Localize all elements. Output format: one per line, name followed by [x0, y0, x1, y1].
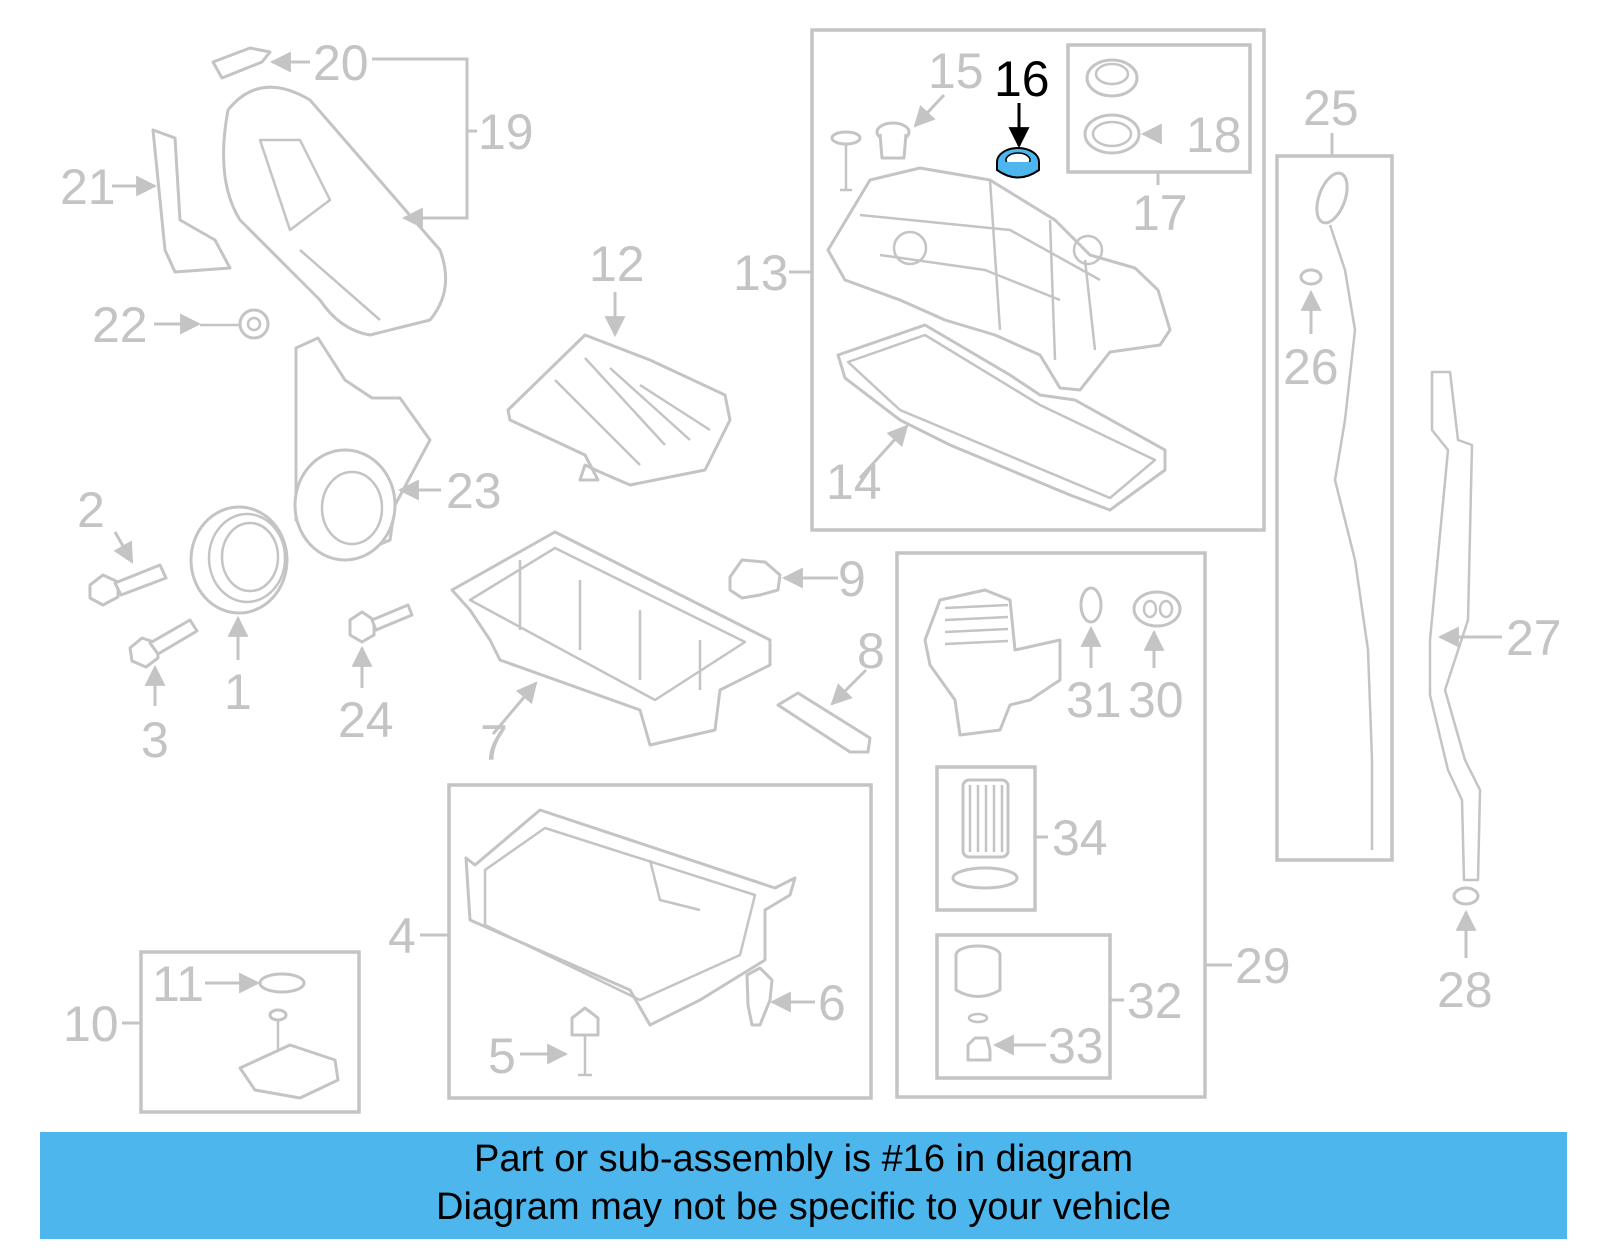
part-27-dipstick-tube — [1428, 370, 1482, 882]
part-11-oring — [258, 972, 306, 994]
group-box-4 — [447, 783, 873, 1100]
part-24-bolt — [348, 603, 414, 644]
callout-9: 9 — [838, 551, 866, 607]
part-28-oring — [1452, 886, 1480, 906]
part-8-gasket — [776, 691, 872, 754]
part-26-oring — [1299, 268, 1323, 286]
callout-28: 28 — [1437, 962, 1493, 1018]
callout-17: 17 — [1132, 185, 1188, 241]
callout-5: 5 — [488, 1028, 516, 1084]
banner-line-1: Part or sub-assembly is #16 in diagram — [474, 1138, 1133, 1180]
group-box-29 — [895, 551, 1207, 1099]
part-31-seal — [1079, 586, 1103, 624]
callout-23: 23 — [446, 463, 502, 519]
part-12-intake-manifold — [506, 333, 732, 487]
callout-27: 27 — [1506, 610, 1562, 666]
part-18-seal — [1083, 113, 1141, 155]
part-19-upper-cover — [222, 85, 448, 337]
part-20-strip — [211, 46, 272, 80]
callout-20: 20 — [313, 35, 369, 91]
part-29-filter-housing — [923, 588, 1062, 737]
callout-4: 4 — [388, 908, 416, 964]
callout-6: 6 — [818, 975, 846, 1031]
callout-26: 26 — [1283, 339, 1339, 395]
callout-8: 8 — [857, 623, 885, 679]
group-box-32 — [935, 933, 1112, 1080]
callout-2: 2 — [77, 482, 105, 538]
part-21-side-cover — [151, 128, 232, 274]
banner-line-2: Diagram may not be specific to your vehi… — [436, 1186, 1171, 1228]
part-33-drain-plug — [966, 1036, 992, 1062]
group-box-25 — [1275, 154, 1394, 862]
callout-7: 7 — [480, 715, 508, 771]
callout-18: 18 — [1186, 107, 1242, 163]
part-25-dipstick — [1315, 171, 1374, 850]
callout-33: 33 — [1048, 1018, 1104, 1074]
part-1-pulley — [189, 505, 289, 615]
callout-22: 22 — [92, 297, 148, 353]
callout-29: 29 — [1235, 938, 1291, 994]
callout-21: 21 — [60, 159, 116, 215]
part-9-sensor — [728, 558, 782, 600]
group-box-10 — [139, 950, 361, 1114]
callout-24: 24 — [338, 692, 394, 748]
info-banner: Part or sub-assembly is #16 in diagram D… — [40, 1132, 1567, 1239]
part-19-detail — [258, 138, 381, 321]
part-6-clip — [745, 966, 774, 1027]
callout-34: 34 — [1052, 810, 1108, 866]
callout-30: 30 — [1128, 672, 1184, 728]
callout-16: 16 — [994, 51, 1050, 107]
callout-10: 10 — [63, 996, 119, 1052]
part-17-filler-cap — [1085, 58, 1139, 98]
callout-12: 12 — [589, 236, 645, 292]
callout-31: 31 — [1066, 672, 1122, 728]
part-10-oil-level-sensor — [238, 1008, 340, 1100]
callout-1: 1 — [224, 664, 252, 720]
callout-25: 25 — [1303, 80, 1359, 136]
part-3-bolt — [128, 618, 199, 669]
callout-15: 15 — [928, 43, 984, 99]
part-16-seal — [996, 147, 1040, 179]
part-32-filter-cap — [954, 944, 1002, 1024]
callout-14: 14 — [826, 454, 882, 510]
callout-13: 13 — [733, 245, 789, 301]
callout-11: 11 — [152, 956, 204, 1012]
callout-3: 3 — [141, 712, 169, 768]
part-4-oil-pan-lower — [464, 808, 797, 1027]
part-5-drain-plug — [570, 1006, 600, 1077]
part-30-gasket — [1132, 590, 1182, 628]
part-2-bolt — [88, 563, 168, 607]
part-22-bolt — [200, 308, 270, 340]
part-14-gasket — [836, 323, 1167, 512]
callout-32: 32 — [1127, 973, 1183, 1029]
callout-19: 19 — [478, 104, 534, 160]
part-15-cap — [875, 121, 911, 160]
part-15-bolt — [830, 130, 862, 192]
part-34-filter-element — [951, 778, 1019, 890]
part-7-oil-pan-upper — [450, 530, 772, 747]
group-box-13 — [810, 28, 1266, 532]
